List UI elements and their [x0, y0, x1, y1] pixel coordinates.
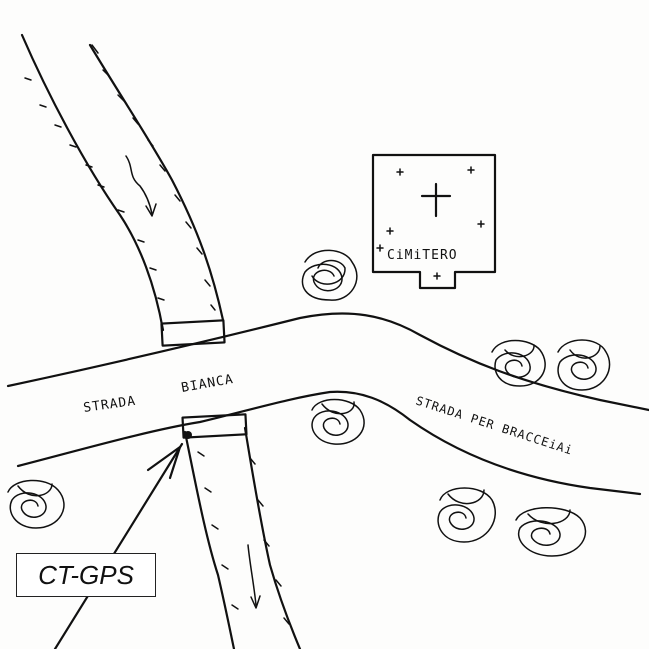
tree-icon	[491, 339, 546, 387]
tree-icon	[7, 479, 65, 529]
gps-label-box: CT-GPS	[16, 553, 156, 597]
gps-pointer	[53, 431, 192, 649]
arrow-down-icon	[125, 155, 157, 217]
cemetery-label: CiMiTERO	[387, 248, 458, 263]
cemetery	[371, 153, 497, 290]
tree-icon	[311, 398, 365, 445]
bridge-upper	[160, 319, 226, 347]
stream-lower-bank-marks	[197, 451, 290, 625]
tree-icon	[301, 249, 358, 301]
road-label-strada: STRADA	[82, 394, 137, 416]
stream-lower	[183, 426, 302, 649]
tree-icon	[557, 339, 611, 391]
road-label-strada-per-braccelai: STRADA PER BRACCEiAi	[414, 394, 575, 458]
cross-icon	[420, 182, 452, 218]
arrow-down-icon	[247, 544, 261, 609]
cemetery-grave-marks	[376, 166, 485, 280]
tree-icon	[437, 487, 497, 543]
tree-icon	[515, 507, 587, 557]
stream-upper-bank-marks	[24, 44, 216, 311]
road-label-bianca: BIANCA	[180, 372, 235, 396]
road	[6, 312, 649, 496]
stream-upper	[20, 33, 225, 332]
bridge-lower	[181, 413, 248, 439]
